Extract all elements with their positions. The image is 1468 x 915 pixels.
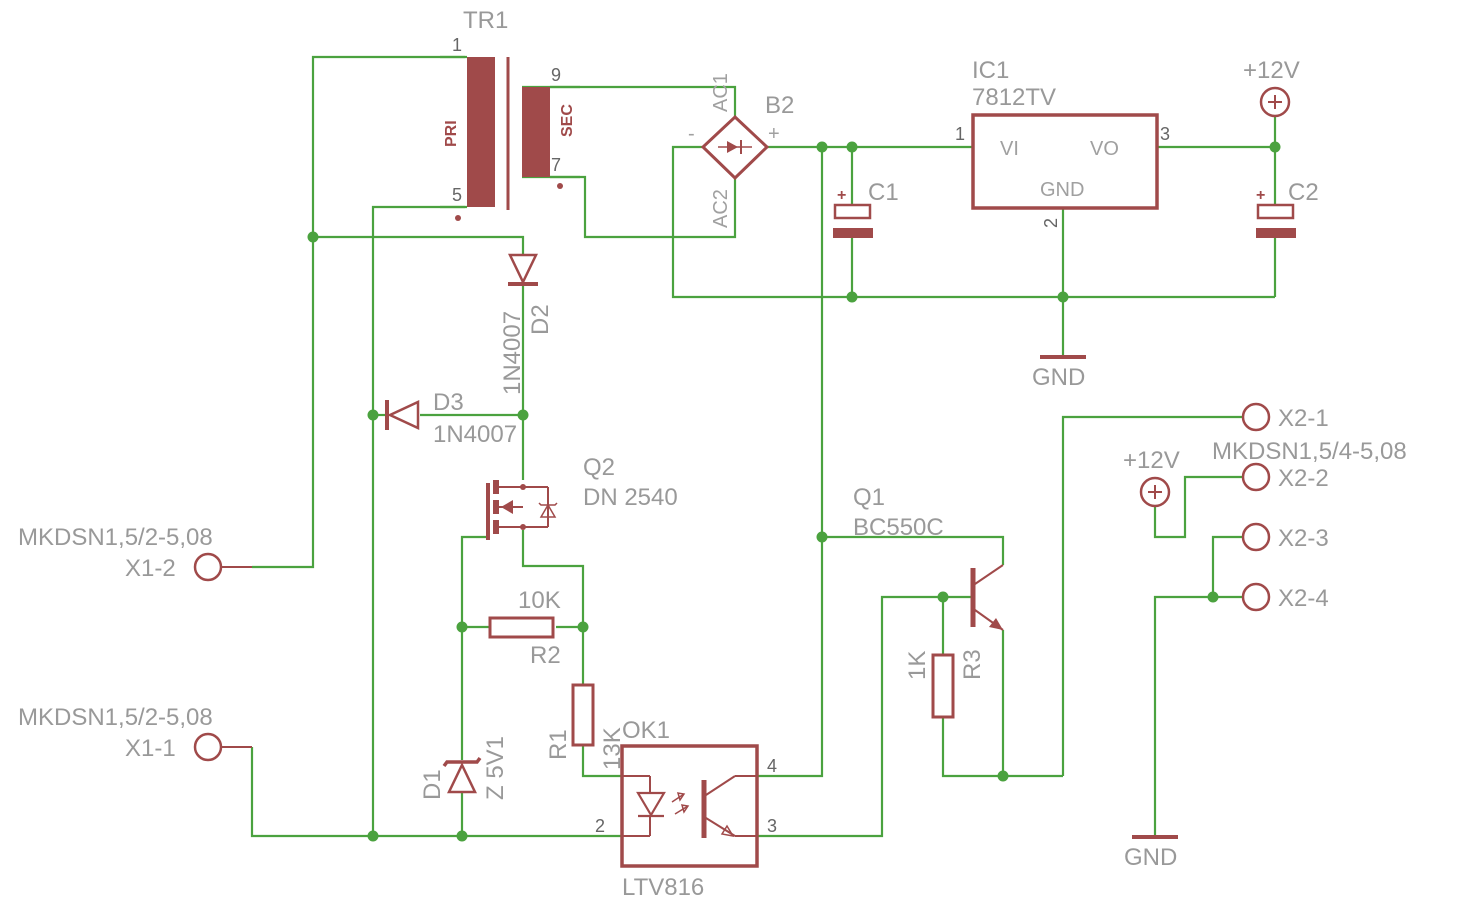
b2-ref: B2 — [765, 92, 794, 119]
gnd-bottom-label: GND — [1124, 844, 1177, 871]
terminal-x1: MKDSN1,5/2-5,08 X1-2 MKDSN1,5/2-5,08 X1-… — [18, 524, 252, 762]
c2-plus: + — [1256, 187, 1265, 204]
ic1-value: 7812TV — [972, 84, 1056, 111]
diode-d2: D2 1N4007 — [499, 253, 554, 395]
ic1-pin-2: 2 — [1041, 218, 1061, 228]
gnd-top-label: GND — [1032, 364, 1085, 391]
x2-pin-1: X2-1 — [1278, 405, 1329, 432]
junction — [367, 830, 379, 842]
b2-plus: + — [768, 123, 780, 145]
transformer-tr1: TR1 PRI SEC 1 5 9 7 — [440, 7, 580, 221]
ok1-pin-3: 3 — [767, 816, 777, 836]
ic1-vo: VO — [1090, 138, 1119, 160]
capacitor-c2: + C2 — [1256, 179, 1319, 238]
q2-value: DN 2540 — [583, 484, 678, 511]
x1-type-top: MKDSN1,5/2-5,08 — [18, 524, 213, 551]
diode-d3: D3 1N4007 — [385, 389, 517, 448]
bridge-rectifier-b2: B2 AC1 AC2 - + — [688, 73, 794, 228]
junction — [1207, 591, 1219, 603]
d1-ref: D1 — [419, 769, 446, 800]
resistor-r3: 1K R3 — [904, 649, 986, 719]
tr1-pin-9: 9 — [551, 65, 561, 85]
r2-ref: R2 — [530, 642, 561, 669]
c2-ref: C2 — [1288, 179, 1319, 206]
junction — [846, 141, 858, 153]
junction — [367, 409, 379, 421]
junction — [937, 591, 949, 603]
r2-value: 10K — [518, 587, 561, 614]
wires — [250, 55, 1277, 838]
junction — [456, 830, 468, 842]
ground-bottom: GND — [1124, 835, 1178, 871]
capacitor-c1: + C1 — [833, 179, 899, 238]
junction — [1269, 141, 1281, 153]
d1-value: Z 5V1 — [482, 736, 509, 800]
terminal-x2: X2-1 MKDSN1,5/4-5,08 X2-2 X2-3 X2-4 — [1212, 402, 1407, 612]
x2-pin-4: X2-4 — [1278, 585, 1329, 612]
c1-ref: C1 — [868, 179, 899, 206]
zener-d1: D1 Z 5V1 — [419, 736, 509, 800]
resistor-r1: R1 13K — [545, 683, 626, 770]
junction — [577, 621, 589, 633]
x2-type: MKDSN1,5/4-5,08 — [1212, 438, 1407, 465]
x2-pin-2: X2-2 — [1278, 465, 1329, 492]
optocoupler-ok1: OK1 LTV816 4 3 2 — [595, 717, 777, 901]
d3-ref: D3 — [433, 389, 464, 416]
ok1-pin-2: 2 — [595, 816, 605, 836]
junction — [1057, 291, 1069, 303]
ground-top: GND — [1032, 355, 1086, 391]
supply-top-label: +12V — [1243, 57, 1300, 84]
tr1-pin-5: 5 — [452, 185, 462, 205]
q1-ref: Q1 — [853, 484, 885, 511]
c1-plus: + — [837, 187, 846, 204]
tr1-pin-7: 7 — [551, 155, 561, 175]
ok1-value: LTV816 — [622, 874, 704, 901]
tr1-secondary-label: SEC — [559, 104, 576, 137]
tr1-primary-label: PRI — [443, 120, 460, 147]
d2-ref: D2 — [527, 304, 554, 335]
b2-ac1: AC1 — [710, 73, 732, 112]
junction — [816, 141, 828, 153]
junction — [997, 770, 1009, 782]
d3-value: 1N4007 — [433, 421, 517, 448]
q1-value: BC550C — [853, 514, 944, 541]
transistor-q1: Q1 BC550C — [853, 484, 1004, 631]
ok1-ref: OK1 — [622, 717, 670, 744]
ic1-pin-1: 1 — [955, 124, 965, 144]
x1-pin-1: X1-1 — [125, 735, 176, 762]
junction — [307, 231, 319, 243]
junction — [816, 531, 828, 543]
d2-value: 1N4007 — [499, 311, 526, 395]
b2-ac2: AC2 — [710, 189, 732, 228]
junctions — [307, 141, 1281, 842]
junction — [846, 291, 858, 303]
tr1-ref: TR1 — [463, 7, 508, 34]
x2-pin-3: X2-3 — [1278, 525, 1329, 552]
supply-right-label: +12V — [1123, 447, 1180, 474]
regulator-ic1: IC1 7812TV VI VO GND 1 3 2 — [955, 57, 1170, 228]
r3-ref: R3 — [959, 649, 986, 680]
mosfet-q2: Q2 DN 2540 — [486, 454, 678, 540]
ic1-pin-3: 3 — [1160, 124, 1170, 144]
tr1-pin-1: 1 — [452, 35, 462, 55]
junction — [517, 409, 529, 421]
junction — [456, 621, 468, 633]
ok1-pin-4: 4 — [767, 756, 777, 776]
r3-value: 1K — [904, 651, 931, 680]
x1-pin-2: X1-2 — [125, 555, 176, 582]
resistor-r2: 10K R2 — [488, 587, 561, 669]
ic1-gnd: GND — [1040, 179, 1084, 201]
ic1-ref: IC1 — [972, 57, 1009, 84]
x1-type-bottom: MKDSN1,5/2-5,08 — [18, 704, 213, 731]
q2-ref: Q2 — [583, 454, 615, 481]
ic1-vi: VI — [1000, 138, 1019, 160]
r1-ref: R1 — [545, 729, 572, 760]
supply-12v-right: +12V — [1123, 447, 1180, 508]
supply-12v-top: +12V — [1243, 57, 1300, 118]
b2-minus: - — [688, 123, 695, 145]
